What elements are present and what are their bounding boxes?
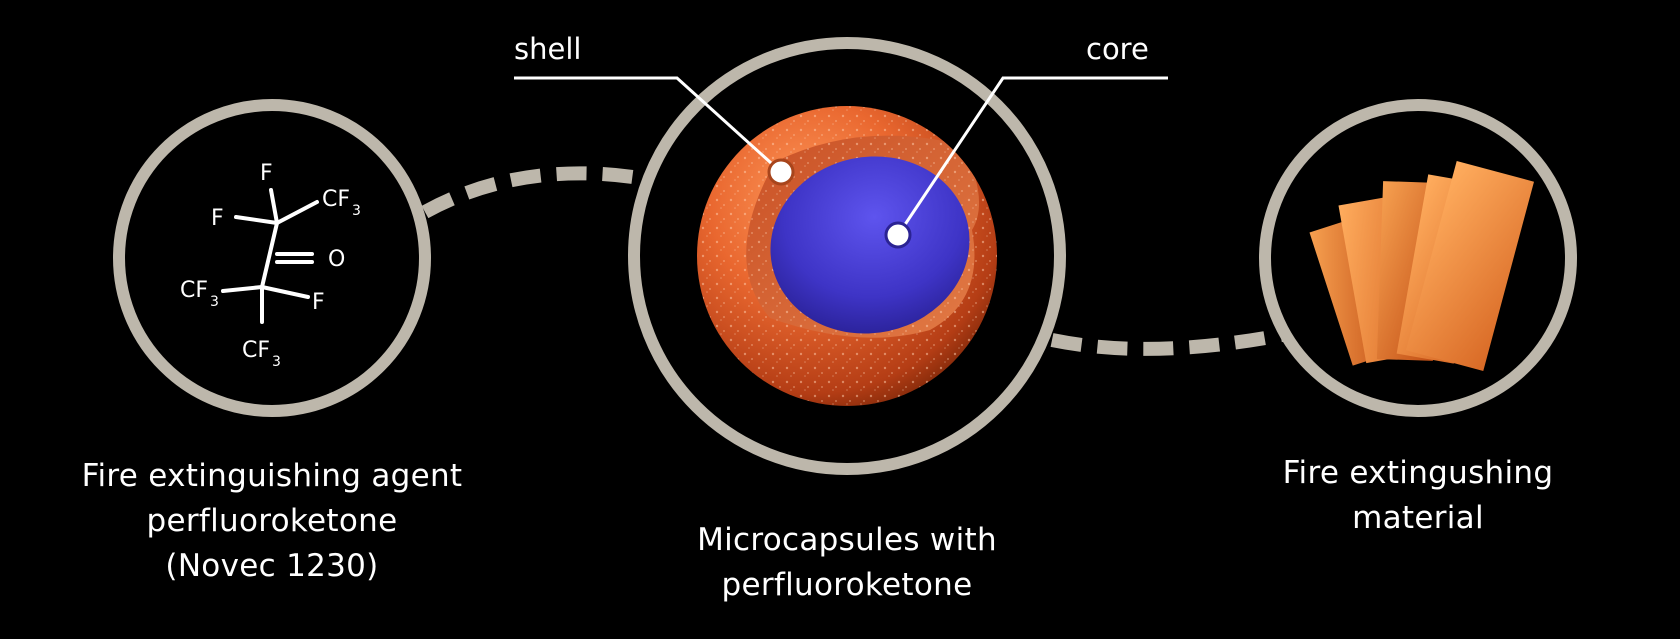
microcapsule-illustration bbox=[697, 106, 997, 406]
atom-cf3-bottom-sub: 3 bbox=[272, 354, 281, 370]
bond-c1-fleft bbox=[234, 215, 279, 225]
shell-label: shell bbox=[514, 32, 582, 66]
plate-5 bbox=[1405, 160, 1535, 372]
core-callout bbox=[884, 76, 1168, 249]
atom-f-top: F bbox=[260, 161, 273, 186]
bond-c1-c2 bbox=[260, 221, 279, 289]
caption-agent: Fire extinguishing agent perfluoroketone… bbox=[22, 454, 522, 589]
shell-callout bbox=[514, 76, 795, 186]
atom-cf3-upper: CF bbox=[322, 187, 350, 212]
caption-agent-line2: perfluoroketone bbox=[146, 503, 398, 539]
caption-microcapsules-line1: Microcapsules with bbox=[697, 522, 997, 558]
bond-c1-ftop bbox=[269, 188, 279, 225]
bond-c2-cf3-left bbox=[221, 285, 264, 293]
connector-right bbox=[1050, 328, 1284, 356]
caption-microcapsules-line2: perfluoroketone bbox=[721, 567, 973, 603]
atom-oxygen: O bbox=[328, 247, 345, 272]
bond-c1-cf3 bbox=[275, 200, 319, 225]
caption-material-line2: material bbox=[1352, 500, 1484, 536]
atom-cf3-left-sub: 3 bbox=[210, 294, 219, 310]
atom-f-left: F bbox=[211, 206, 224, 231]
caption-microcapsules: Microcapsules with perfluoroketone bbox=[620, 518, 1074, 608]
atom-cf3-bottom: CF bbox=[242, 338, 270, 363]
material-plates bbox=[1309, 160, 1535, 372]
atom-f-right: F bbox=[312, 290, 325, 315]
atom-cf3-upper-sub: 3 bbox=[352, 203, 361, 219]
caption-agent-line1: Fire extinguishing agent bbox=[81, 458, 463, 494]
caption-material: Fire extingushing material bbox=[1228, 451, 1608, 541]
caption-agent-line3: (Novec 1230) bbox=[165, 548, 379, 584]
molecule-ring bbox=[113, 99, 431, 417]
core-label: core bbox=[1086, 32, 1149, 66]
bond-c2-fright bbox=[260, 285, 310, 299]
caption-material-line1: Fire extingushing bbox=[1282, 455, 1554, 491]
perfluoroketone-structure bbox=[221, 188, 319, 324]
atom-cf3-left: CF bbox=[180, 278, 208, 303]
connector-left bbox=[421, 166, 642, 219]
